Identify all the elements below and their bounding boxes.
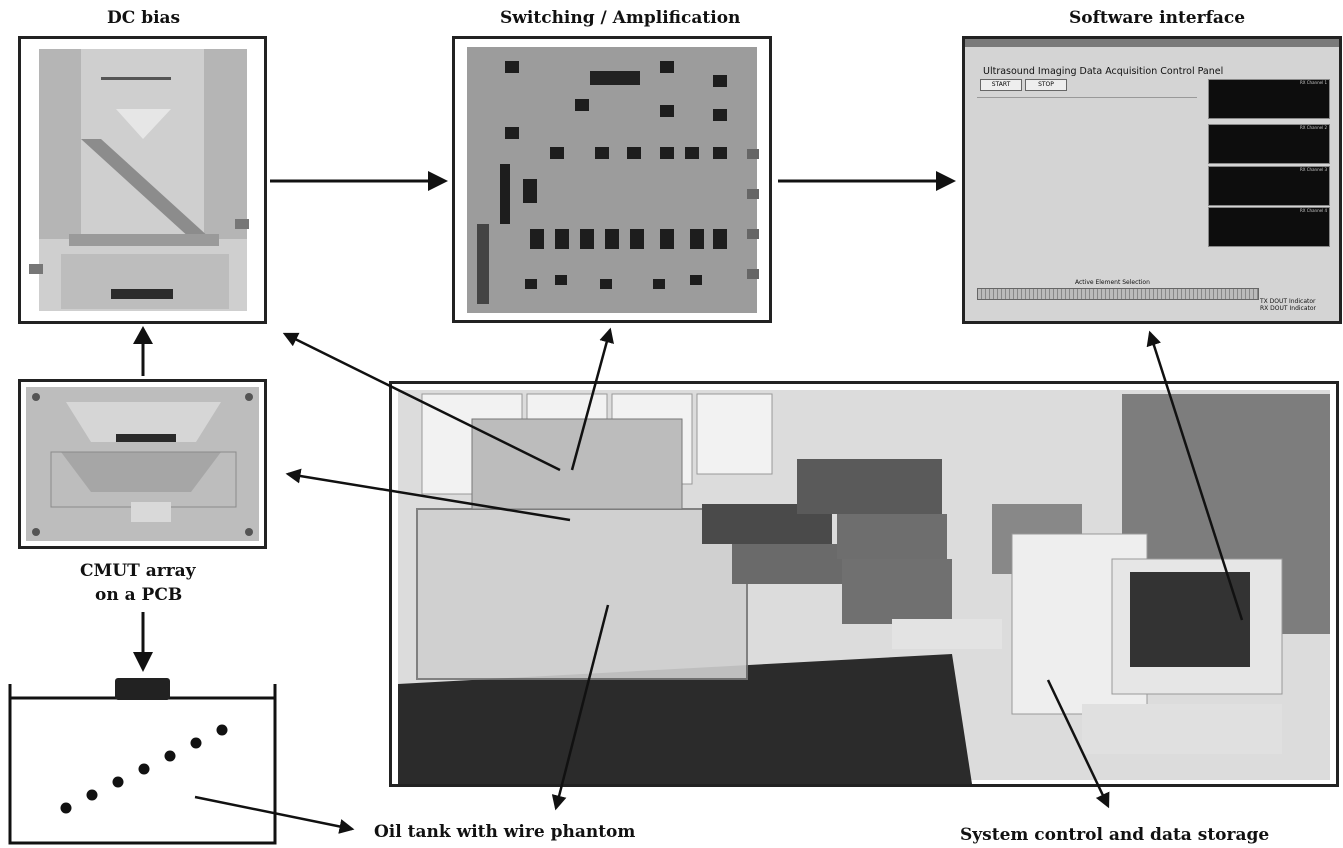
cmut-to-tank-arrow <box>133 612 153 672</box>
rx-plot-2-label: RX Channel 2 <box>1299 125 1327 130</box>
pointer-to-software <box>1146 330 1244 621</box>
dc-bias-board-photo <box>18 36 267 324</box>
rx-plot-1: RX Channel 1 <box>1208 79 1330 119</box>
switching-label: Switching / Amplification <box>500 8 741 28</box>
start-button[interactable]: START <box>980 79 1022 91</box>
rx-plot-3: RX Channel 3 <box>1208 166 1330 206</box>
pointer-to-switching <box>570 327 614 471</box>
pointer-to-oil-tank-label <box>551 604 610 811</box>
cmut-to-dc-arrow <box>133 326 153 376</box>
cmut-pcb-photo <box>18 379 267 549</box>
settings-area <box>977 97 1197 228</box>
rx-plot-3-label: RX Channel 3 <box>1299 167 1327 172</box>
rx-plot-4-label: RX Channel 4 <box>1299 208 1327 213</box>
rx-plot-1-label: RX Channel 1 <box>1299 80 1327 85</box>
tank-to-label-arrow <box>194 795 355 834</box>
pointer-to-dc-bias <box>282 332 561 472</box>
software-interface-screenshot: Ultrasound Imaging Data Acquisition Cont… <box>962 36 1342 324</box>
software-window-titlebar <box>965 39 1339 47</box>
switching-board-photo <box>452 36 772 323</box>
lab-setup-drawing <box>398 390 1330 784</box>
oil-tank <box>8 678 277 845</box>
tx-dout-indicator: TX DOUT Indicator <box>1260 298 1316 305</box>
dc-bias-board-drawing <box>29 49 249 311</box>
switching-board-drawing <box>467 47 759 313</box>
rx-plot-2: RX Channel 2 <box>1208 124 1330 164</box>
software-label: Software interface <box>1069 8 1246 28</box>
cmut-label-line2: on a PCB <box>95 585 183 605</box>
rx-plot-4: RX Channel 4 <box>1208 207 1330 247</box>
software-panel-title: Ultrasound Imaging Data Acquisition Cont… <box>983 66 1224 77</box>
pointer-to-system <box>1046 679 1110 809</box>
system-label: System control and data storage <box>960 825 1270 845</box>
wire-phantom <box>60 724 228 814</box>
active-element-selection-label: Active Element Selection <box>1075 279 1150 286</box>
element-selection-strip[interactable] <box>977 288 1259 300</box>
pointer-to-cmut <box>285 468 571 522</box>
cmut-pcb-drawing <box>26 387 259 541</box>
dc-bias-label: DC bias <box>107 8 181 28</box>
stop-button[interactable]: STOP <box>1025 79 1067 91</box>
switching-to-software-arrow <box>778 171 956 191</box>
dc-to-switching-arrow <box>270 171 448 191</box>
oil-tank-label: Oil tank with wire phantom <box>374 822 636 842</box>
cmut-label-line1: CMUT array <box>80 561 196 581</box>
rx-dout-indicator: RX DOUT Indicator <box>1260 305 1317 312</box>
lab-setup-photo <box>389 381 1339 787</box>
